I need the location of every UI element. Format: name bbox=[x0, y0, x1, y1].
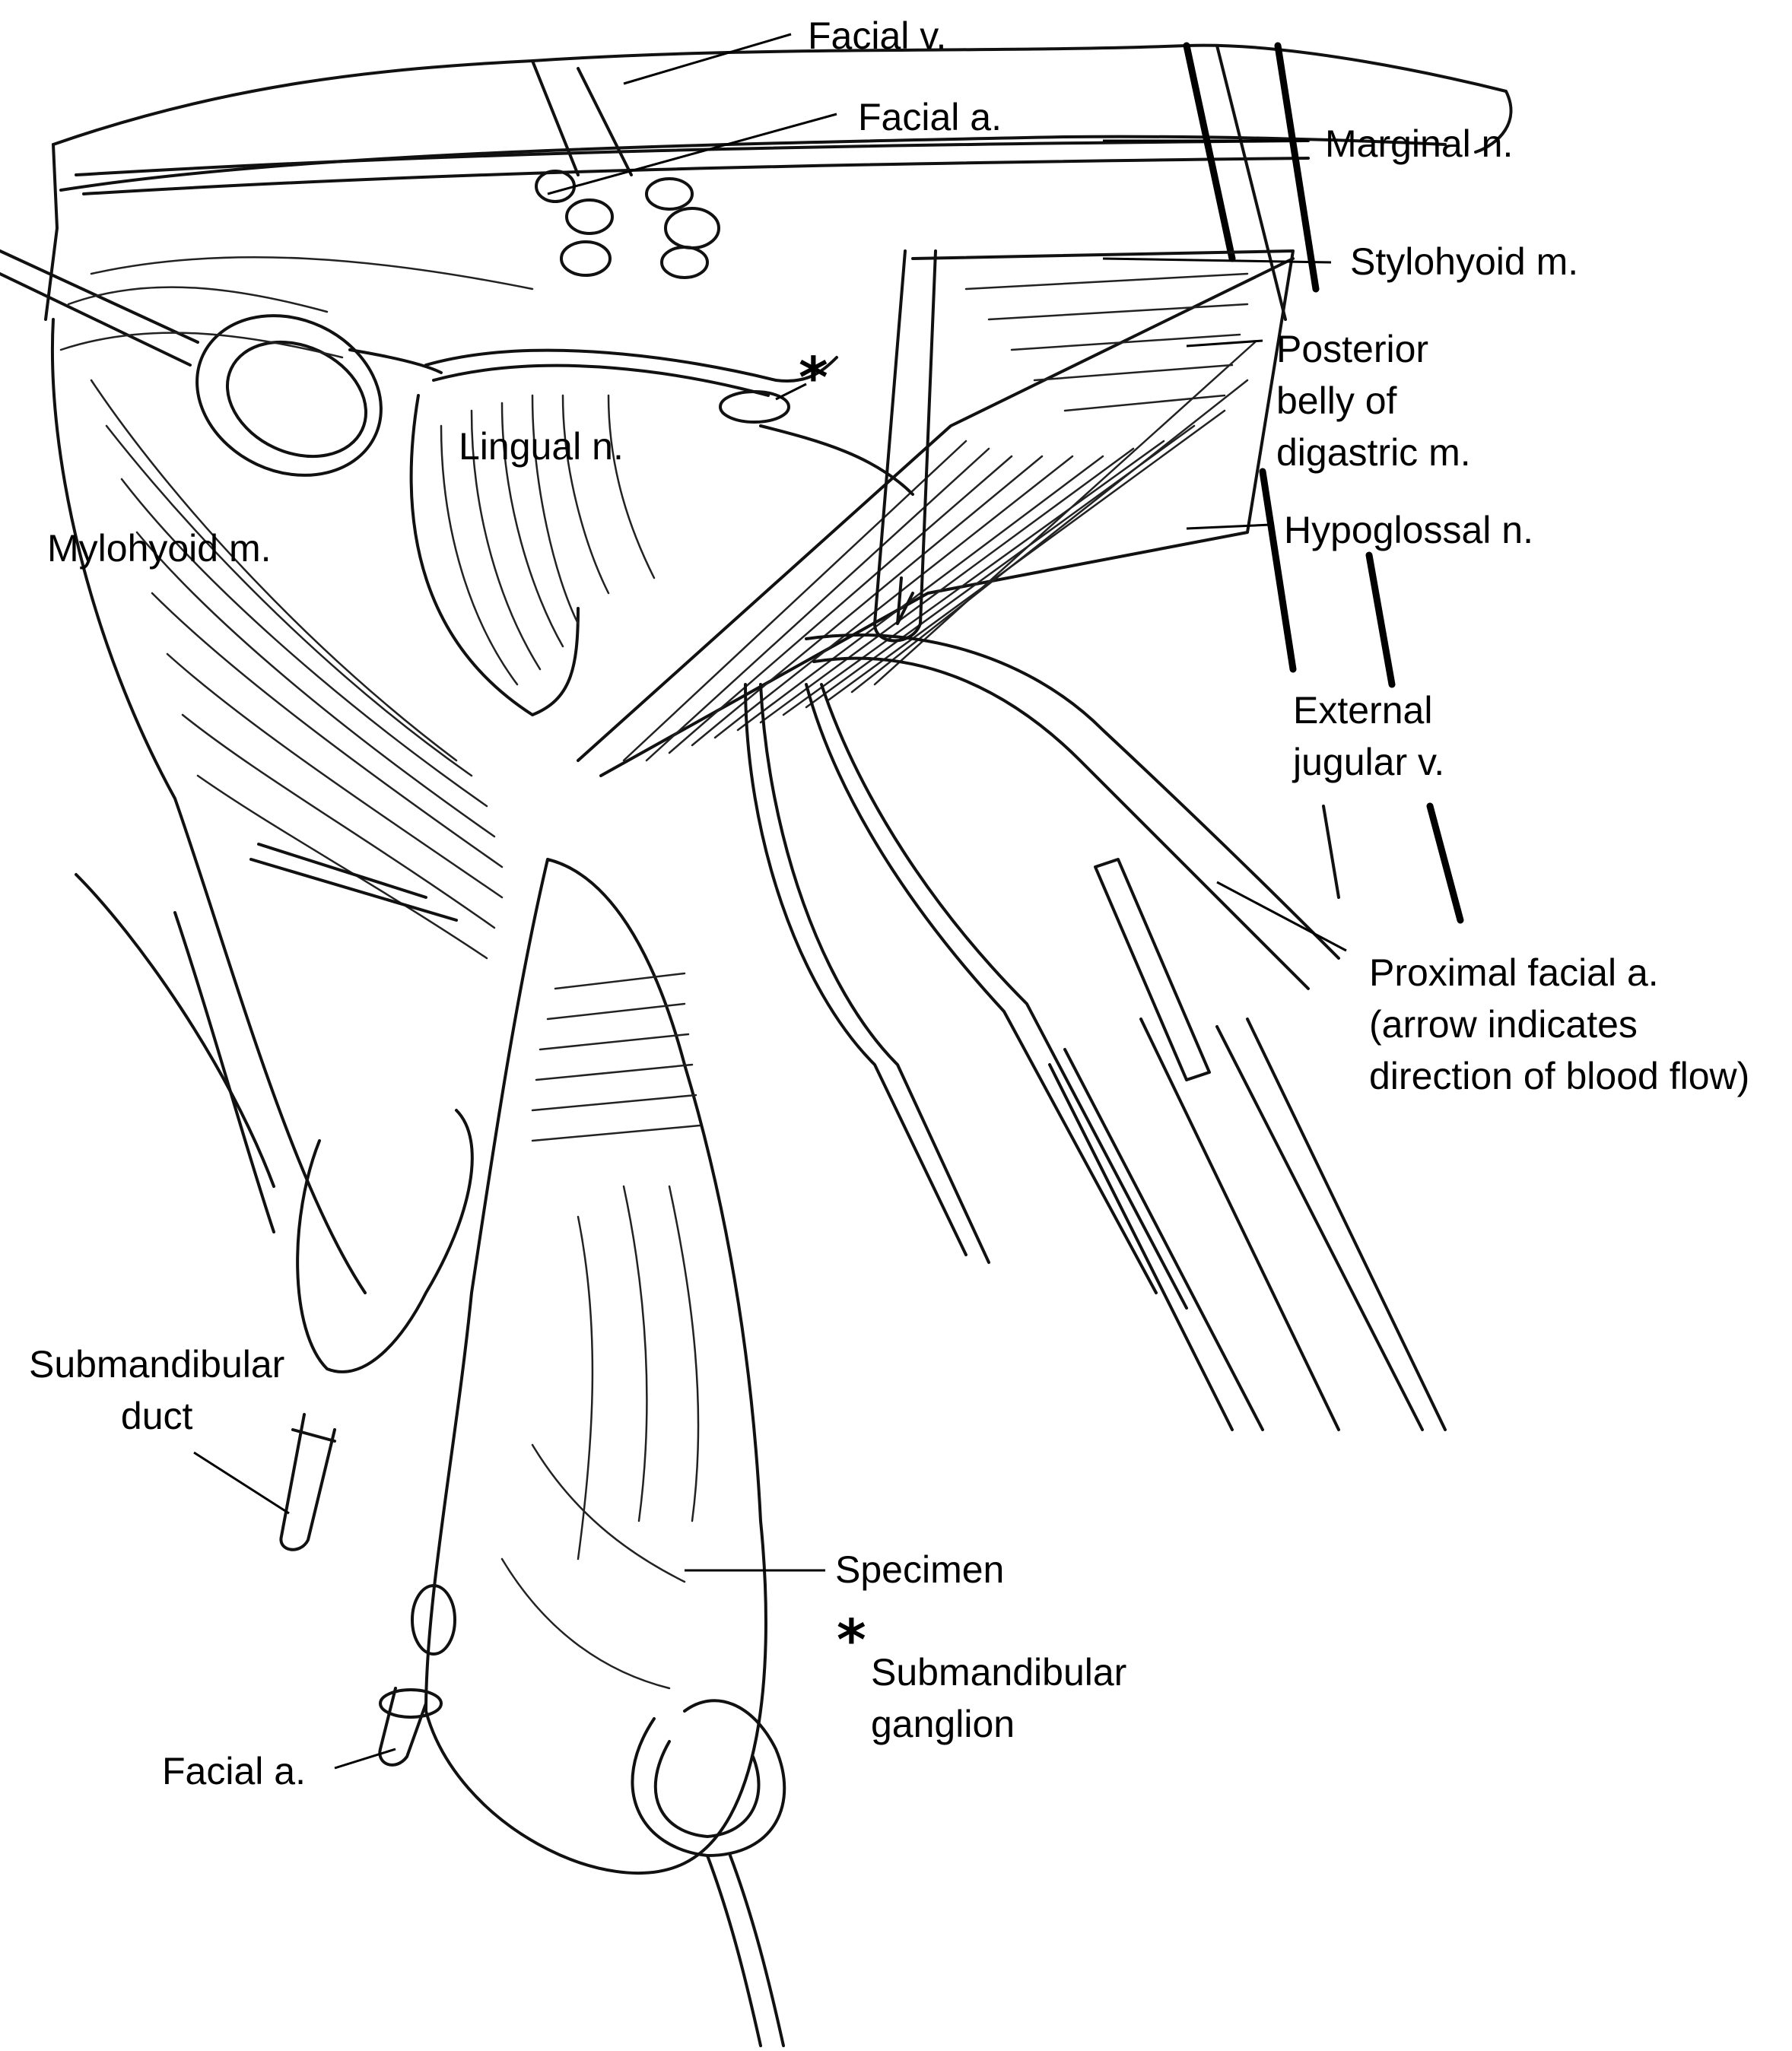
specimen bbox=[424, 858, 767, 1875]
label-facial-artery-bottom: Facial a. bbox=[162, 1750, 306, 1792]
asterisk-ganglion-marker: * bbox=[799, 345, 828, 411]
retractor bbox=[0, 249, 199, 344]
digastric-muscle bbox=[599, 249, 1295, 777]
marginal-nerve bbox=[75, 139, 1310, 176]
ganglion-shape bbox=[719, 390, 790, 424]
external-jugular-vein bbox=[759, 424, 914, 496]
leader-lines bbox=[193, 33, 1347, 1770]
label-mylohyoid-muscle: Mylohyoid m. bbox=[47, 527, 272, 570]
clamp-instrument bbox=[744, 683, 967, 1256]
label-submandibular-duct: Submandibular duct bbox=[29, 1343, 285, 1437]
facial-artery-stump bbox=[378, 1687, 427, 1767]
submandibular-gland bbox=[296, 1109, 474, 1373]
label-external-jugular-vein: External jugular v. bbox=[1293, 689, 1445, 783]
asterisk-legend: * bbox=[837, 1608, 866, 1673]
label-facial-artery-top: Facial a. bbox=[858, 96, 1002, 138]
mylohyoid-muscle bbox=[50, 318, 367, 1294]
proximal-facial-artery bbox=[873, 249, 937, 643]
label-proximal-facial-artery: Proximal facial a. (arrow indicates dire… bbox=[1369, 951, 1750, 1097]
label-facial-vein: Facial v. bbox=[808, 14, 947, 57]
lingual-nerve bbox=[424, 348, 838, 383]
label-specimen: Specimen bbox=[835, 1548, 1005, 1591]
label-hypoglossal-nerve: Hypoglossal n. bbox=[1284, 509, 1533, 551]
vessel-loop bbox=[631, 1699, 786, 1857]
label-marginal-nerve: Marginal n. bbox=[1325, 122, 1514, 165]
label-submandibular-ganglion: Submandibular ganglion bbox=[871, 1651, 1127, 1745]
mandible-outline bbox=[52, 43, 1513, 154]
submandibular-duct bbox=[279, 1413, 336, 1551]
label-stylohyoid-muscle: Stylohyoid m. bbox=[1350, 240, 1579, 283]
facial-vein bbox=[531, 59, 580, 176]
label-lingual-nerve: Lingual n. bbox=[459, 425, 624, 468]
label-posterior-belly-digastric: Posterior belly of digastric m. bbox=[1276, 328, 1471, 474]
